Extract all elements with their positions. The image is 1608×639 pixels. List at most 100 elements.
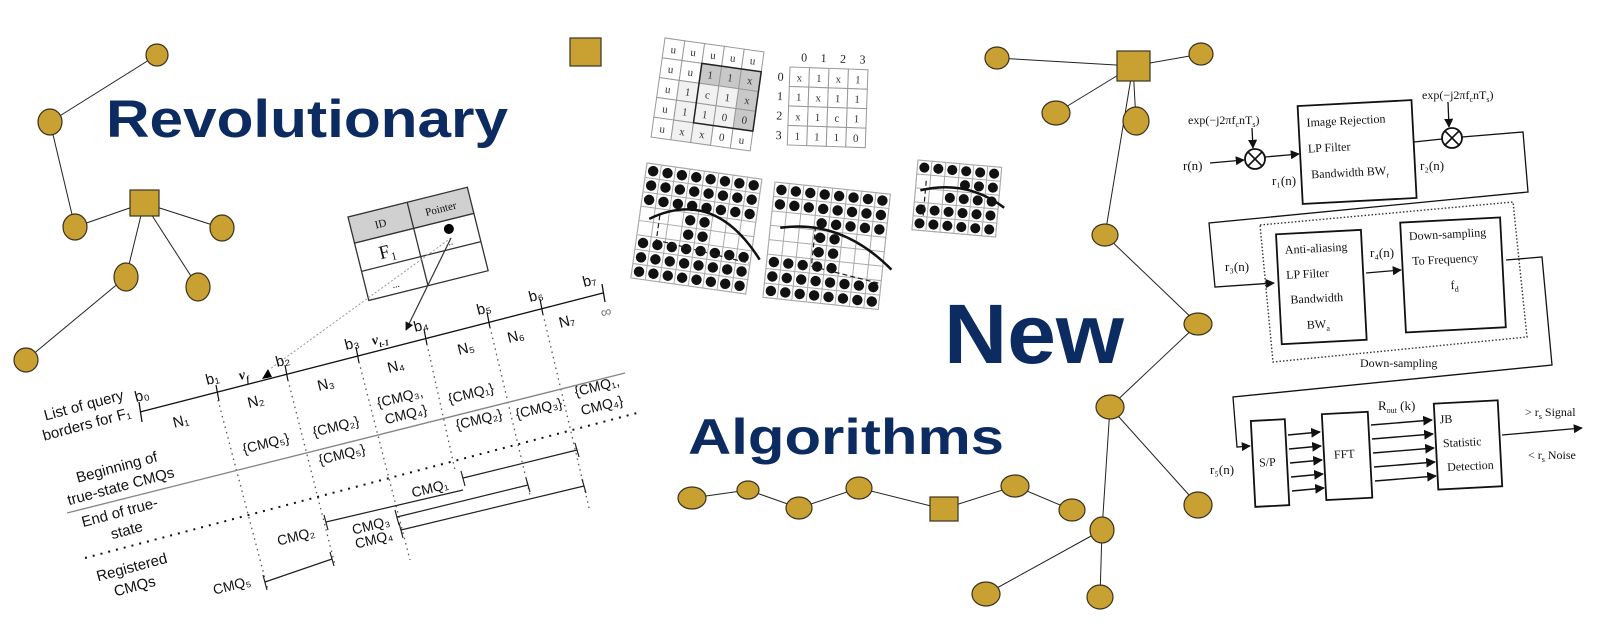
- pixel-dot: [682, 229, 694, 240]
- graph-node: [145, 43, 169, 67]
- pixel-dot: [797, 259, 808, 271]
- pixel-dot: [827, 248, 839, 259]
- heading-revolutionary: Revolutionary: [106, 90, 509, 149]
- segment-label: N₅: [456, 338, 476, 359]
- pixel-dot: [859, 222, 871, 234]
- pixel-dot: [989, 168, 1000, 179]
- segment-label: N₇: [557, 311, 577, 331]
- graph-node: [677, 486, 707, 510]
- graph-hub-node: [1116, 50, 1151, 82]
- infinity-label: ∞: [599, 303, 614, 322]
- matrix-cell-value: 1: [835, 93, 841, 105]
- pixel-dot: [738, 251, 749, 263]
- pointer-dot-icon: [443, 223, 454, 234]
- pixel-dot: [689, 186, 700, 197]
- pixel-dot: [915, 204, 926, 215]
- pixel-dot: [830, 219, 842, 231]
- image-rejection-block: [1296, 99, 1418, 205]
- graph-node: [37, 108, 63, 136]
- graph-node: [785, 496, 813, 520]
- graph-hub-node: [929, 496, 959, 522]
- matrix-col-header: 2: [840, 52, 846, 66]
- pixel-dot: [697, 231, 708, 242]
- pixel-dot: [853, 280, 865, 291]
- fft-block: [1320, 410, 1374, 502]
- pointer-vf-arrow-icon: [262, 369, 272, 379]
- matrix-cell-value: 1: [796, 92, 802, 104]
- interval-label: CMQ₅: [211, 573, 252, 598]
- pixel-dot: [848, 192, 859, 203]
- pixel-dot: [961, 166, 972, 177]
- matrix-cell-value: 0: [853, 133, 859, 145]
- matrix-row-header: 0: [777, 70, 783, 84]
- pixel-dot: [684, 215, 696, 226]
- pixel-dot: [811, 261, 823, 272]
- pixel-dot: [973, 181, 984, 192]
- pixel-dot: [943, 206, 954, 217]
- heading-algorithms: Algorithms: [688, 409, 1004, 465]
- pixel-dot: [823, 291, 834, 303]
- pixel-dot: [719, 176, 731, 187]
- border-label: b₃: [343, 334, 361, 354]
- pixel-dot: [705, 276, 717, 288]
- pixel-dot-grid: [911, 159, 1005, 238]
- graph-node: [1000, 474, 1030, 498]
- table-header-id: ID: [374, 217, 388, 231]
- contour-curve: [648, 208, 761, 261]
- pixel-dot: [919, 162, 930, 173]
- pixel-dot: [824, 277, 836, 288]
- pixel-dot: [695, 245, 706, 257]
- pixel-dot: [650, 254, 661, 265]
- pixel-dot-grid: [762, 181, 893, 311]
- pixel-dot: [783, 258, 794, 269]
- begin-set: {CMQ₂}: [311, 413, 361, 440]
- pixel-dot: [648, 268, 659, 279]
- pixel-dot: [861, 208, 872, 219]
- graph-node: [1188, 42, 1214, 66]
- pixel-dot: [768, 256, 780, 268]
- signal-output-label: > rs Signal: [1525, 405, 1576, 421]
- pixel-dot: [866, 296, 878, 307]
- matrix-cell-value: 1: [815, 112, 821, 124]
- graph-node: [185, 272, 211, 302]
- matrix-cell-value: x: [835, 74, 841, 86]
- pixel-dot: [645, 180, 657, 191]
- block-label: Image Rejection: [1306, 111, 1386, 129]
- border-label: b₂: [274, 351, 292, 371]
- block-label: Anti-aliasing: [1284, 240, 1347, 257]
- mixer-icon: [1244, 148, 1266, 170]
- matrix-cell-value: 1: [854, 94, 860, 106]
- pixel-dot: [719, 278, 731, 290]
- table-cell-id: ...: [391, 279, 401, 291]
- pixel-dot: [765, 285, 777, 297]
- matrix-cell-value: 1: [701, 109, 708, 122]
- pixel-dot: [832, 205, 843, 216]
- pixel-dot: [662, 270, 673, 281]
- graph-node: [113, 262, 139, 292]
- block-label: S/P: [1259, 455, 1277, 470]
- pixel-dot: [652, 239, 663, 251]
- matrix-cell-value: 1: [855, 74, 861, 86]
- matrix-cell-value: u: [661, 103, 669, 116]
- pixel-dot: [816, 218, 827, 229]
- graph-node: [209, 214, 235, 242]
- matrix-cell-value: 1: [816, 73, 822, 85]
- graph-node: [1183, 312, 1213, 336]
- signal-r1-label: r₁(n): [1272, 173, 1296, 188]
- graph-node: [971, 581, 1001, 607]
- pixel-dot: [721, 264, 733, 275]
- pixel-dot: [707, 262, 719, 273]
- block-label: fd: [1450, 278, 1459, 294]
- matrix-cell: [845, 126, 867, 149]
- signal-r-label: r(n): [1183, 158, 1203, 173]
- matrix-cell-value: 1: [707, 69, 714, 82]
- block-label: Bandwidth BWr: [1311, 163, 1390, 183]
- pixel-dot: [837, 293, 849, 304]
- pixel-dot: [808, 290, 820, 301]
- graph-node: [984, 46, 1010, 70]
- pixel-dot: [781, 272, 792, 284]
- segment-label: N₃: [316, 374, 337, 395]
- matrix-cell-value: x: [698, 129, 706, 142]
- matrix-cell-value: 1: [854, 113, 860, 125]
- pixel-dot: [635, 252, 647, 263]
